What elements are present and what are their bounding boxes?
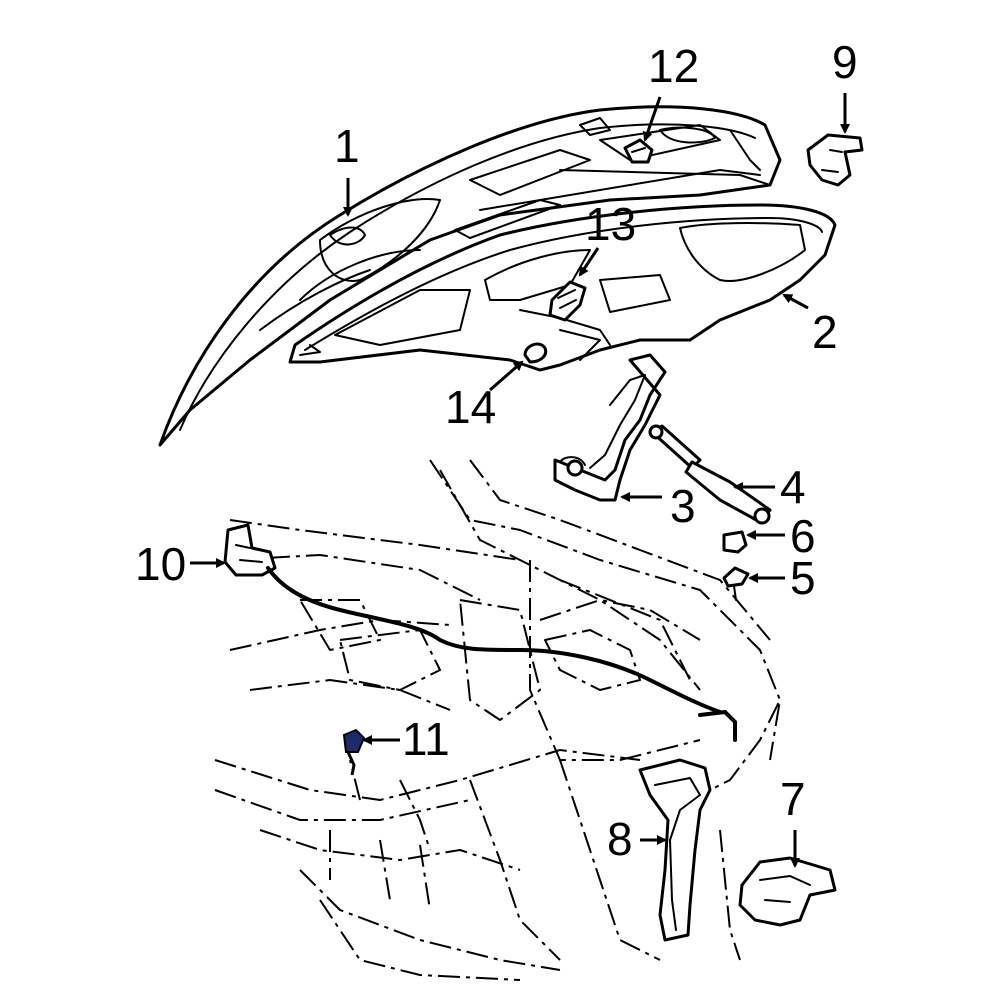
hood-hinge-3 — [553, 353, 667, 502]
leader-arrows — [190, 93, 850, 868]
callout-7: 7 — [780, 773, 806, 825]
callout-8: 8 — [607, 813, 633, 865]
callout-12: 12 — [648, 40, 699, 92]
callout-4: 4 — [780, 461, 806, 513]
engine-compartment-outline — [214, 459, 781, 981]
latch-support-8 — [638, 758, 712, 942]
bolt-5 — [722, 566, 750, 601]
callout-9: 9 — [832, 36, 858, 88]
callout-2: 2 — [812, 306, 838, 358]
push-clip-11 — [342, 728, 366, 776]
callout-14: 14 — [445, 381, 496, 433]
hood-lift-support-4 — [648, 424, 772, 525]
release-handle-10 — [223, 523, 277, 577]
arrow-14 — [489, 360, 524, 392]
callout-3: 3 — [670, 480, 696, 532]
callout-labels: 1 2 3 4 5 6 7 8 9 10 11 12 13 14 — [135, 36, 858, 865]
callout-1: 1 — [334, 120, 360, 172]
callout-5: 5 — [790, 552, 816, 604]
callout-11: 11 — [402, 713, 450, 765]
arrow-2 — [782, 293, 809, 310]
hood-bumper-12 — [623, 138, 654, 164]
callout-6: 6 — [790, 510, 816, 562]
release-cable — [266, 566, 737, 742]
hood-clip-14 — [523, 342, 548, 364]
hood-latch-7 — [738, 856, 837, 927]
callout-10: 10 — [135, 538, 186, 590]
nut-6 — [722, 530, 748, 554]
hood-bracket-13 — [548, 280, 587, 322]
arrow-13 — [578, 247, 600, 277]
clip-bracket-9 — [806, 133, 864, 187]
hood-panel — [158, 105, 782, 447]
arrow-12 — [642, 96, 662, 142]
callout-13: 13 — [585, 198, 636, 250]
